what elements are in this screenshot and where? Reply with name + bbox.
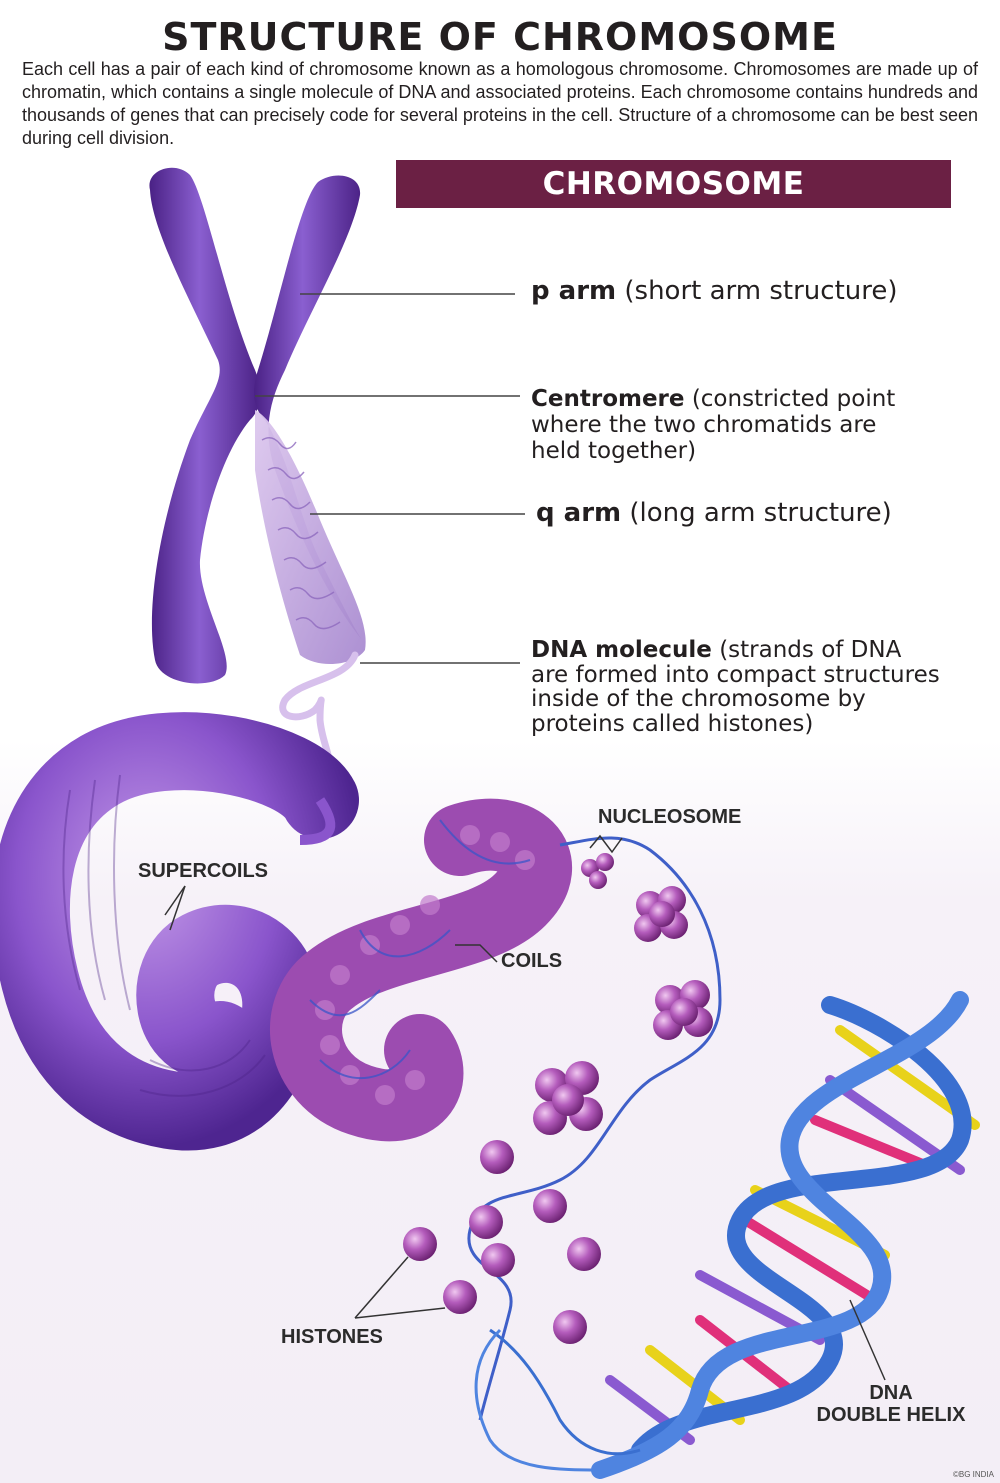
supercoils-callout: SUPERCOILS: [138, 860, 269, 882]
coils-callout: COILS: [501, 950, 563, 972]
nucleosome-callout: NUCLEOSOME: [598, 806, 742, 828]
centromere-desc-1: (constricted point: [691, 386, 896, 412]
dna-helix-line-1: DNA: [869, 1382, 913, 1404]
credit-text: ©BG INDIA: [952, 1470, 994, 1479]
dna-molecule-desc-3: inside of the chromosome by: [531, 686, 866, 712]
histones-callout: HISTONES: [281, 1326, 383, 1348]
chromosome-banner: CHROMOSOME: [396, 160, 951, 208]
q-arm-term: q arm: [536, 498, 622, 528]
dna-helix-line-2: DOUBLE HELIX: [816, 1404, 966, 1426]
dna-molecule-desc-1: (strands of DNA: [719, 637, 902, 663]
centromere-term: Centromere: [531, 386, 685, 412]
dna-double-helix: [474, 991, 980, 1479]
centromere-desc-3: held together): [531, 438, 697, 464]
supercoils-shape: [0, 712, 359, 1151]
dna-double-helix-callout: DNA DOUBLE HELIX: [808, 1382, 974, 1426]
dna-molecule-desc-2: are formed into compact structures: [531, 661, 940, 688]
histone-particles: [403, 1140, 601, 1344]
callout-leader-lines: [164, 834, 886, 1381]
p-arm-desc: (short arm structure): [624, 276, 898, 306]
q-arm-label: q arm (long arm structure): [536, 500, 892, 526]
centromere-label: Centromere (constricted point where the …: [531, 386, 895, 464]
q-arm-desc: (long arm structure): [629, 498, 892, 528]
centromere-desc-2: where the two chromatids are: [531, 412, 877, 438]
intro-paragraph: Each cell has a pair of each kind of chr…: [22, 59, 978, 148]
dna-molecule-label: DNA molecule (strands of DNA are formed …: [531, 638, 940, 736]
nucleosome-cluster: [581, 853, 614, 889]
dna-molecule-desc-4: proteins called histones): [531, 710, 814, 737]
dna-molecule-term: DNA molecule: [531, 637, 712, 663]
nucleosome-cluster: [533, 1061, 603, 1135]
coils-shape: [270, 798, 572, 1142]
label-leader-lines: [255, 293, 525, 664]
nucleosome-cluster: [634, 886, 688, 942]
p-arm-label: p arm (short arm structure): [531, 278, 898, 304]
nucleosome-cluster: [653, 980, 713, 1040]
linker-dna-strand: [467, 836, 722, 1421]
p-arm-term: p arm: [531, 276, 617, 306]
page-title: STRUCTURE OF CHROMOSOME: [162, 15, 838, 59]
